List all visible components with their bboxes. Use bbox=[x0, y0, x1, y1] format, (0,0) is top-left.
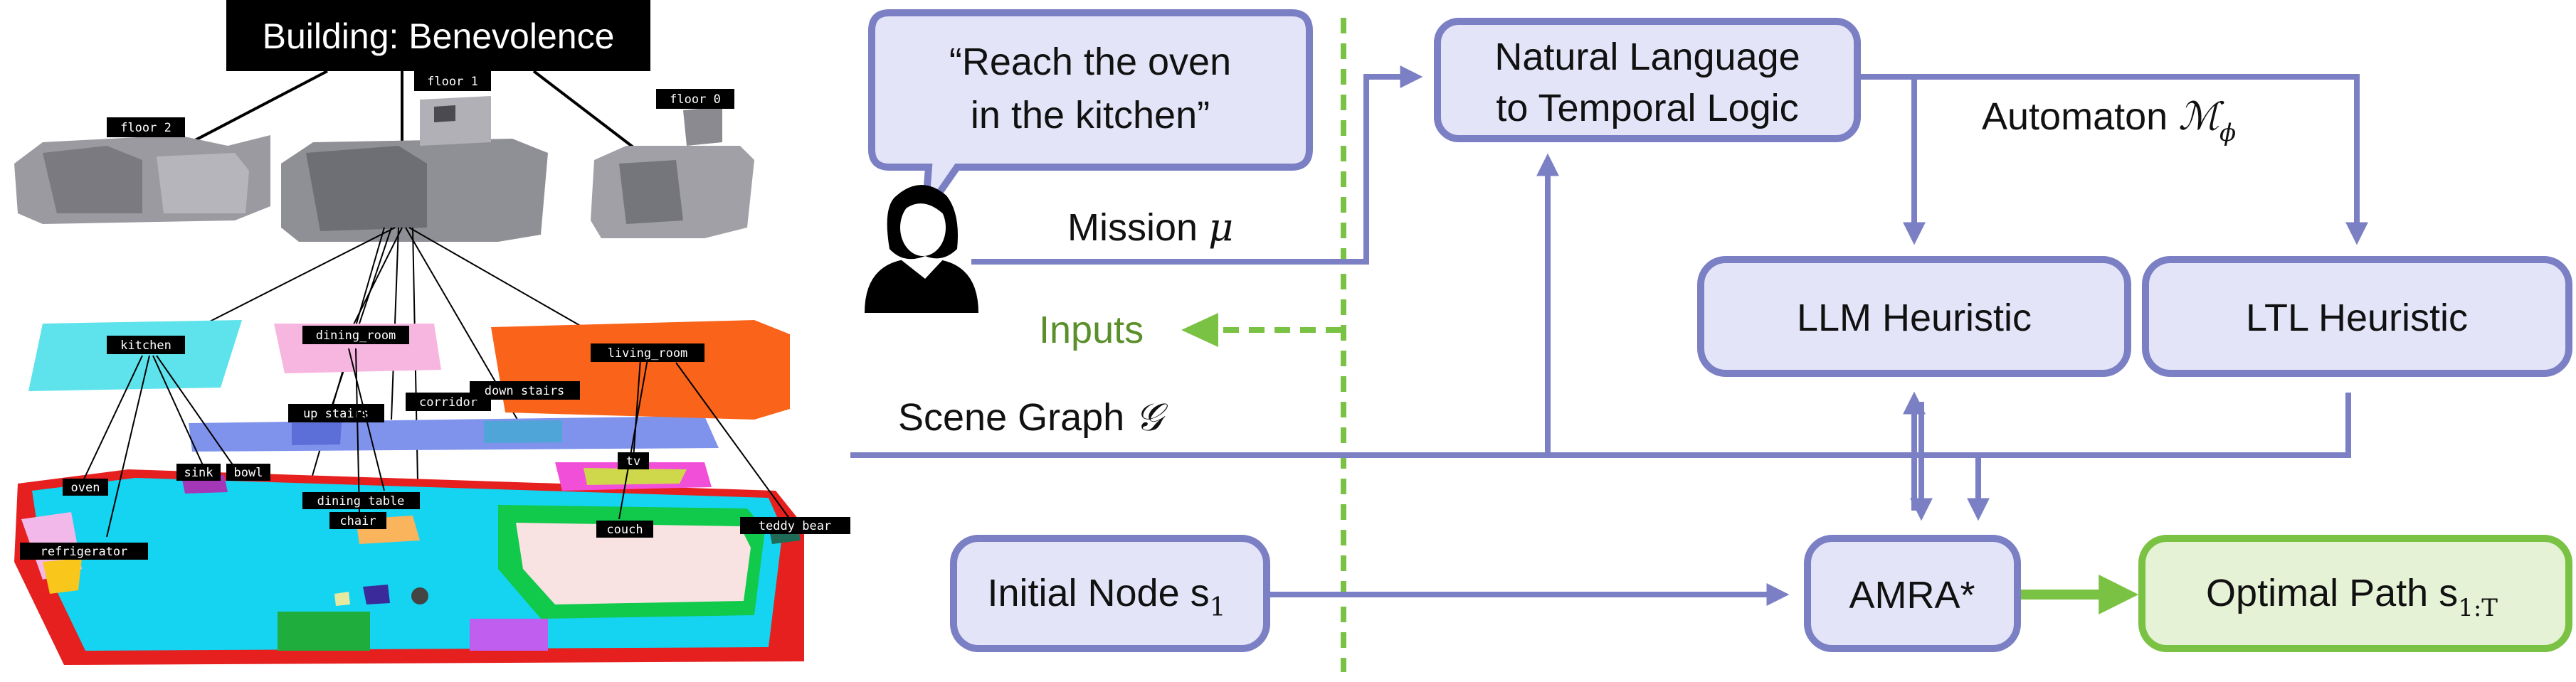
svg-text:refrigerator: refrigerator bbox=[41, 545, 128, 559]
scene-graph-label: Scene Graph 𝒢 bbox=[898, 395, 1168, 439]
svg-text:couch: couch bbox=[606, 523, 643, 537]
floor-plan bbox=[14, 462, 804, 665]
room-object-edges bbox=[81, 348, 791, 538]
initial-node-label: Initial Node s1 bbox=[987, 572, 1225, 622]
floor-1-mesh bbox=[281, 96, 548, 242]
object-tag-chair: chair bbox=[329, 512, 386, 529]
place-tag-upstairs: up stairs bbox=[288, 404, 384, 422]
svg-text:bowl: bowl bbox=[234, 466, 263, 480]
llm-heuristic-label: LLM Heuristic bbox=[1797, 297, 2032, 339]
flow-lines bbox=[850, 65, 2368, 614]
room-kitchen-patch bbox=[28, 320, 242, 391]
amra-label: AMRA* bbox=[1849, 574, 1975, 617]
ltl-heuristic-label: LTL Heuristic bbox=[2246, 297, 2468, 339]
svg-text:sink: sink bbox=[184, 466, 213, 480]
floor-2-mesh bbox=[14, 135, 270, 224]
svg-text:floor 0: floor 0 bbox=[670, 92, 721, 107]
svg-text:corridor: corridor bbox=[419, 395, 477, 410]
svg-text:floor 2: floor 2 bbox=[120, 121, 171, 135]
speech-bubble bbox=[868, 9, 1313, 227]
floor-tag-0: floor 0 bbox=[656, 89, 734, 109]
object-tag-refrigerator: refrigerator bbox=[20, 543, 148, 560]
object-tag-sink: sink bbox=[176, 464, 221, 481]
amra-box bbox=[1804, 535, 2021, 652]
svg-text:up stairs: up stairs bbox=[303, 407, 369, 421]
object-tag-couch: couch bbox=[596, 521, 653, 538]
room-tag-dining: dining_room bbox=[302, 326, 409, 344]
room-tag-kitchen: kitchen bbox=[107, 336, 185, 354]
optimal-path-label: Optimal Path s1:T bbox=[2206, 572, 2498, 622]
initial-node-box bbox=[950, 535, 1270, 652]
automaton-to-ltl-arrow bbox=[1859, 74, 2368, 245]
svg-text:dining table: dining table bbox=[317, 494, 405, 508]
ltl-heuristic-box bbox=[2142, 256, 2572, 377]
room-living-patch bbox=[491, 320, 790, 420]
mission-input: “Reach the oven in the kitchen” Mission … bbox=[865, 9, 1346, 672]
place-tag-downstairs: down stairs bbox=[470, 381, 580, 400]
room-tag-living: living_room bbox=[591, 343, 704, 362]
svg-text:kitchen: kitchen bbox=[120, 339, 171, 353]
nl2tl-line-2: to Temporal Logic bbox=[1496, 87, 1798, 129]
mission-label: Mission μ bbox=[1067, 205, 1233, 250]
ltl-to-amra-arrow bbox=[1967, 452, 2348, 521]
floor-0-mesh bbox=[591, 107, 754, 238]
object-tag-dining-table: dining table bbox=[302, 492, 420, 509]
svg-text:chair: chair bbox=[339, 514, 376, 528]
automaton-label: Automaton ℳϕ bbox=[1982, 94, 2236, 147]
object-tag-teddy-bear: teddy bear bbox=[740, 517, 850, 534]
scene-graph-illustration: Building: Benevolence floor 2 bbox=[14, 0, 850, 665]
svg-text:oven: oven bbox=[71, 481, 100, 495]
floor-tag-2: floor 2 bbox=[107, 117, 185, 137]
floor-tag-1: floor 1 bbox=[414, 71, 491, 91]
mission-arrow bbox=[971, 65, 1423, 265]
svg-text:tv: tv bbox=[626, 454, 640, 469]
svg-text:teddy bear: teddy bear bbox=[759, 519, 831, 533]
nl2tl-line-1: Natural Language bbox=[1494, 36, 1800, 78]
svg-text:floor 1: floor 1 bbox=[427, 75, 478, 89]
svg-text:living_room: living_room bbox=[608, 346, 688, 361]
object-tag-tv: tv bbox=[618, 452, 649, 469]
object-tag-oven: oven bbox=[63, 479, 108, 496]
inputs-label: Inputs bbox=[1039, 309, 1144, 351]
nl2tl-box bbox=[1434, 18, 1861, 142]
speech-line-2: in the kitchen” bbox=[971, 94, 1210, 137]
svg-text:dining_room: dining_room bbox=[316, 329, 396, 343]
place-tag-corridor: corridor bbox=[406, 393, 491, 411]
places-layer bbox=[189, 416, 719, 452]
pipeline: Natural Language to Temporal Logic Autom… bbox=[850, 18, 2572, 652]
building-label-bg bbox=[226, 0, 650, 71]
object-tag-bowl: bowl bbox=[226, 464, 270, 481]
speech-line-1: “Reach the oven bbox=[949, 41, 1231, 83]
optimal-path-box bbox=[2138, 535, 2572, 652]
person-icon bbox=[865, 185, 978, 313]
llm-heuristic-box bbox=[1697, 256, 2131, 377]
inputs-arrowhead bbox=[1181, 313, 1218, 347]
svg-text:down stairs: down stairs bbox=[485, 384, 565, 398]
building-label: Building: Benevolence bbox=[263, 16, 615, 56]
